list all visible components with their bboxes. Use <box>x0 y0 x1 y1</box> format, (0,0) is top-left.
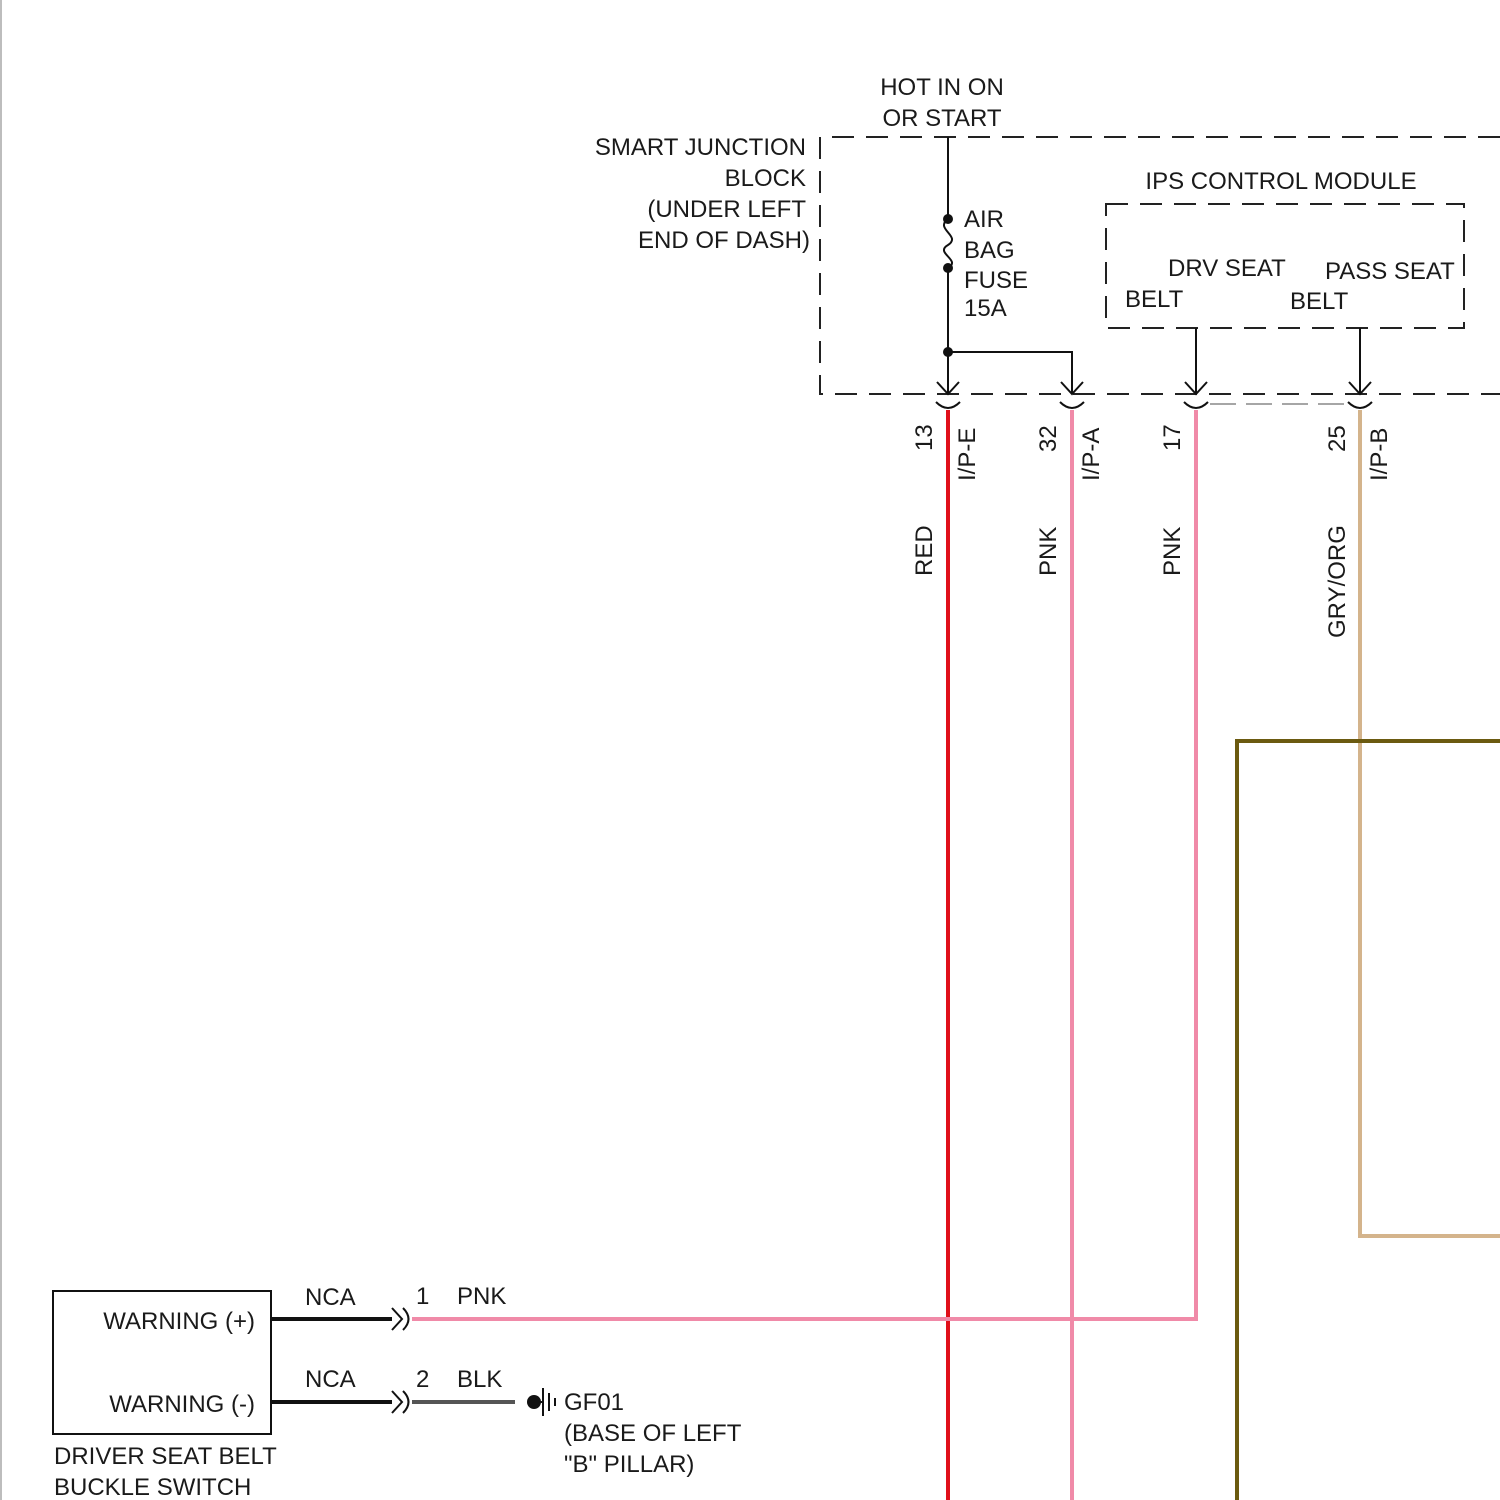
pin-32-connector: I/P-A <box>1078 428 1105 481</box>
ips-drv-label-line1: DRV SEAT <box>1168 255 1286 282</box>
connector-receptacles <box>936 402 1372 408</box>
switch-connector-2 <box>392 1391 409 1413</box>
connector-arrows <box>937 382 1371 394</box>
switch-connector-1 <box>392 1308 409 1330</box>
sjb-label-line3: (UNDER LEFT <box>647 196 806 223</box>
receptacle-pin-25 <box>1348 402 1372 408</box>
pin-17-color: PNK <box>1159 527 1186 576</box>
pin-32-color: PNK <box>1035 527 1062 576</box>
fuse-label-line4: 15A <box>964 295 1007 322</box>
receptacle-pin-32 <box>1060 402 1084 408</box>
wire-gry-org-pin-25 <box>1360 410 1500 1236</box>
pin-25-number: 25 <box>1324 425 1351 452</box>
switch-wire1-pin: 1 <box>416 1283 429 1310</box>
switch-wire2-pin: 2 <box>416 1366 429 1393</box>
wire-olive <box>1237 741 1500 1500</box>
receptacle-pin-13 <box>936 402 960 408</box>
splice-branch-line <box>948 352 1072 394</box>
ground-icon <box>527 1388 555 1416</box>
ground-id: GF01 <box>564 1389 624 1416</box>
switch-pin2-label: WARNING (-) <box>109 1391 255 1418</box>
fuse-label-line2: BAG <box>964 237 1015 264</box>
pin-32-number: 32 <box>1035 425 1062 452</box>
ips-drv-label-line2: BELT <box>1125 286 1184 313</box>
power-label-line2: OR START <box>882 105 1001 132</box>
ground-location-line1: (BASE OF LEFT <box>564 1420 742 1447</box>
fuse-label-line1: AIR <box>964 206 1004 233</box>
ground-location-line2: "B" PILLAR) <box>564 1451 694 1478</box>
ips-pass-label-line2: BELT <box>1290 288 1349 315</box>
switch-connector-symbols <box>392 1308 409 1413</box>
switch-caption-line2: BUCKLE SWITCH <box>54 1474 251 1500</box>
sjb-label-line4: END OF DASH) <box>638 227 810 254</box>
fuse-icon <box>944 219 952 268</box>
pin-25-connector: I/P-B <box>1366 428 1393 481</box>
ips-pass-label-line1: PASS SEAT <box>1325 258 1455 285</box>
switch-wire1-connector: NCA <box>305 1284 356 1311</box>
receptacle-pin-17 <box>1184 402 1208 408</box>
fuse-label-line3: FUSE <box>964 267 1028 294</box>
wire-pnk-pin-17 <box>412 410 1196 1319</box>
switch-wire2-color: BLK <box>457 1366 502 1393</box>
pin-25-color: GRY/ORG <box>1324 525 1351 638</box>
switch-wire1-color: PNK <box>457 1283 506 1310</box>
pin-13-connector: I/P-E <box>954 428 981 481</box>
pin-13-number: 13 <box>911 424 938 451</box>
pin-17-number: 17 <box>1159 424 1186 451</box>
power-label-line1: HOT IN ON <box>880 74 1004 101</box>
switch-pin1-label: WARNING (+) <box>103 1308 255 1335</box>
switch-wire2-connector: NCA <box>305 1366 356 1393</box>
sjb-label-line1: SMART JUNCTION <box>595 134 806 161</box>
switch-caption-line1: DRIVER SEAT BELT <box>54 1443 277 1470</box>
sjb-label-line2: BLOCK <box>725 165 806 192</box>
ips-module-title: IPS CONTROL MODULE <box>1145 168 1416 195</box>
pin-13-color: RED <box>911 525 938 576</box>
